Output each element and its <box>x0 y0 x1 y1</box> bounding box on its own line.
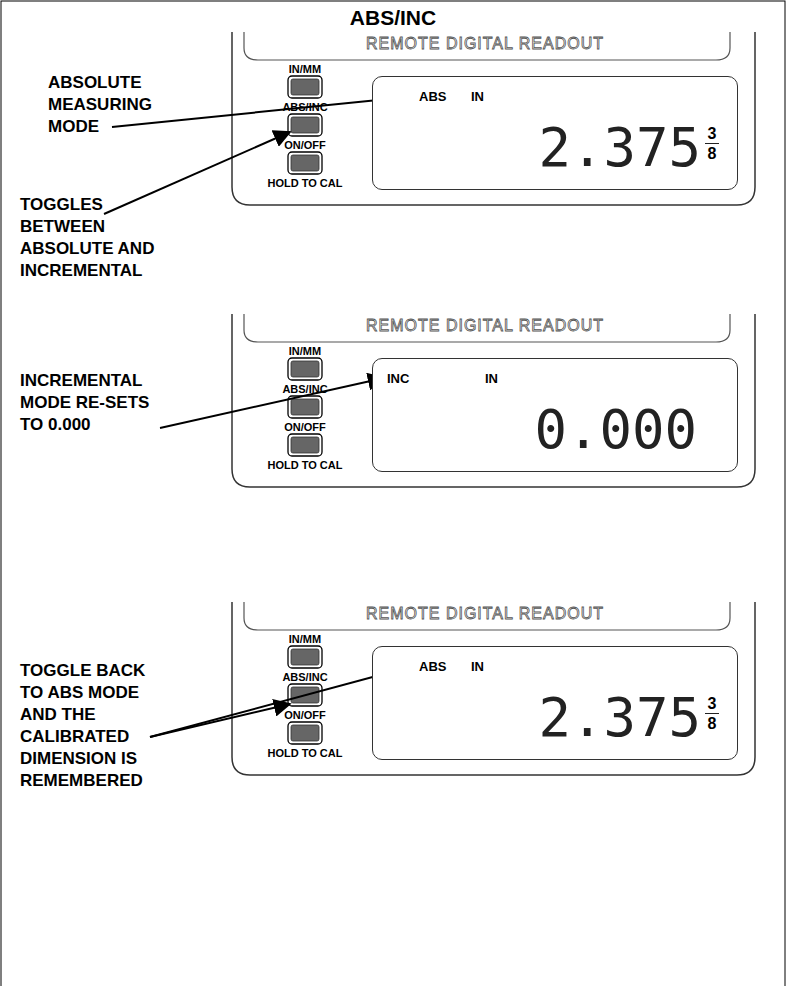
fraction-denominator: 8 <box>705 715 719 733</box>
button-label: HOLD TO CAL <box>255 747 355 759</box>
brand-text: REMOTE DIGITAL READOUT <box>240 605 730 623</box>
button-label: ON/OFF <box>255 139 355 151</box>
fraction-numerator: 3 <box>705 125 719 144</box>
button-face <box>291 117 319 133</box>
button-face <box>291 361 319 377</box>
button <box>288 76 322 98</box>
button-label: ABS/INC <box>255 101 355 113</box>
button-face <box>291 725 319 741</box>
button-label: IN/MM <box>255 345 355 357</box>
readout-device <box>232 314 755 487</box>
fraction-numerator: 3 <box>705 695 719 714</box>
mode-indicator: INC <box>387 371 409 386</box>
readout-device <box>232 32 755 205</box>
button-face <box>291 649 319 665</box>
device-body <box>232 602 755 775</box>
leader-arrows <box>104 97 408 737</box>
button <box>288 646 322 668</box>
button-face <box>291 399 319 415</box>
button-face <box>291 155 319 171</box>
lcd-display: ABS IN 2.37538 <box>372 646 738 760</box>
button <box>288 722 322 744</box>
button-face <box>291 79 319 95</box>
unit-indicator: IN <box>471 89 484 104</box>
leader-arrow <box>104 132 290 214</box>
mode-indicator: ABS <box>419 89 446 104</box>
button-label: ABS/INC <box>255 383 355 395</box>
callout-text: ABSOLUTE MEASURING MODE <box>48 72 168 138</box>
device-body <box>232 32 755 205</box>
callout-text: TOGGLE BACK TO ABS MODE AND THE CALIBRAT… <box>20 660 155 792</box>
brand-text: REMOTE DIGITAL READOUT <box>240 35 730 53</box>
title: ABS/INC <box>0 6 786 30</box>
button-label: IN/MM <box>255 63 355 75</box>
button <box>288 114 322 136</box>
button-label: HOLD TO CAL <box>255 177 355 189</box>
button-label: ABS/INC <box>255 671 355 683</box>
button-face <box>291 437 319 453</box>
lcd-display: ABS IN 2.37538 <box>372 76 738 190</box>
leader-arrow <box>112 97 408 127</box>
button <box>288 358 322 380</box>
unit-indicator: IN <box>471 659 484 674</box>
leader-arrow <box>150 668 406 737</box>
leader-arrow <box>160 378 384 428</box>
button-label: HOLD TO CAL <box>255 459 355 471</box>
readout-value: 0.000 <box>534 403 697 457</box>
button <box>288 434 322 456</box>
brand-text: REMOTE DIGITAL READOUT <box>240 317 730 335</box>
readout-value: 2.375 <box>538 691 701 745</box>
readout-device <box>232 602 755 775</box>
readout-value: 2.375 <box>538 121 701 175</box>
lcd-display: INC IN 0.000 <box>372 358 738 472</box>
button-label: IN/MM <box>255 633 355 645</box>
callout-text: TOGGLES BETWEEN ABSOLUTE AND INCREMENTAL <box>20 194 170 282</box>
fraction-denominator: 8 <box>705 145 719 163</box>
unit-indicator: IN <box>485 371 498 386</box>
button-label: ON/OFF <box>255 421 355 433</box>
device-body <box>232 314 755 487</box>
button <box>288 152 322 174</box>
mode-indicator: ABS <box>419 659 446 674</box>
button-label: ON/OFF <box>255 709 355 721</box>
leader-arrow <box>150 704 290 737</box>
callout-text: INCREMENTAL MODE RE-SETS TO 0.000 <box>20 370 160 436</box>
